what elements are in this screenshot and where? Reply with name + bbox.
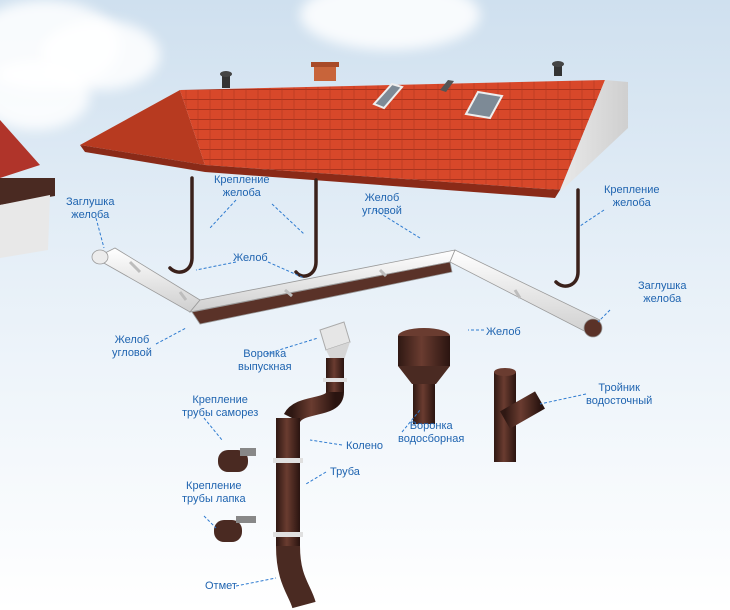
label-gutter-top: Желоб	[233, 252, 268, 264]
label-gutter-bracket-left: Крепление желоба	[214, 174, 270, 199]
gutter-run	[91, 247, 603, 338]
label-gutter-right: Желоб	[486, 326, 521, 338]
label-gutter-corner-left: Желоб угловой	[112, 334, 152, 359]
downpipe-assembly	[273, 358, 347, 609]
collector-funnel-drawing	[398, 328, 450, 424]
pipe-clamps-drawing	[214, 448, 256, 542]
roof	[80, 61, 628, 198]
label-collector-funnel: Воронка водосборная	[398, 420, 465, 445]
label-gutter-cap-left: Заглушка желоба	[66, 196, 115, 221]
label-gutter-cap-right: Заглушка желоба	[638, 280, 687, 305]
outlet-funnel-drawing	[319, 321, 351, 362]
label-pipe-clamp-screw: Крепление трубы саморез	[182, 394, 259, 419]
tee-drawing	[494, 368, 545, 462]
cloud	[0, 60, 90, 130]
label-gutter-bracket-right: Крепление желоба	[604, 184, 660, 209]
label-gutter-corner-top: Желоб угловой	[362, 192, 402, 217]
label-tee: Тройник водосточный	[586, 382, 653, 407]
label-outlet-funnel: Воронка выпускная	[238, 348, 292, 373]
label-elbow: Колено	[346, 440, 384, 452]
gutter-brackets	[168, 176, 580, 288]
label-outlet: Отмет	[205, 580, 237, 592]
left-house-fragment	[0, 120, 55, 258]
leader-lines	[95, 199, 611, 587]
label-pipe-clamp-tab: Крепление трубы лапка	[182, 480, 246, 505]
label-pipe: Труба	[330, 466, 360, 478]
